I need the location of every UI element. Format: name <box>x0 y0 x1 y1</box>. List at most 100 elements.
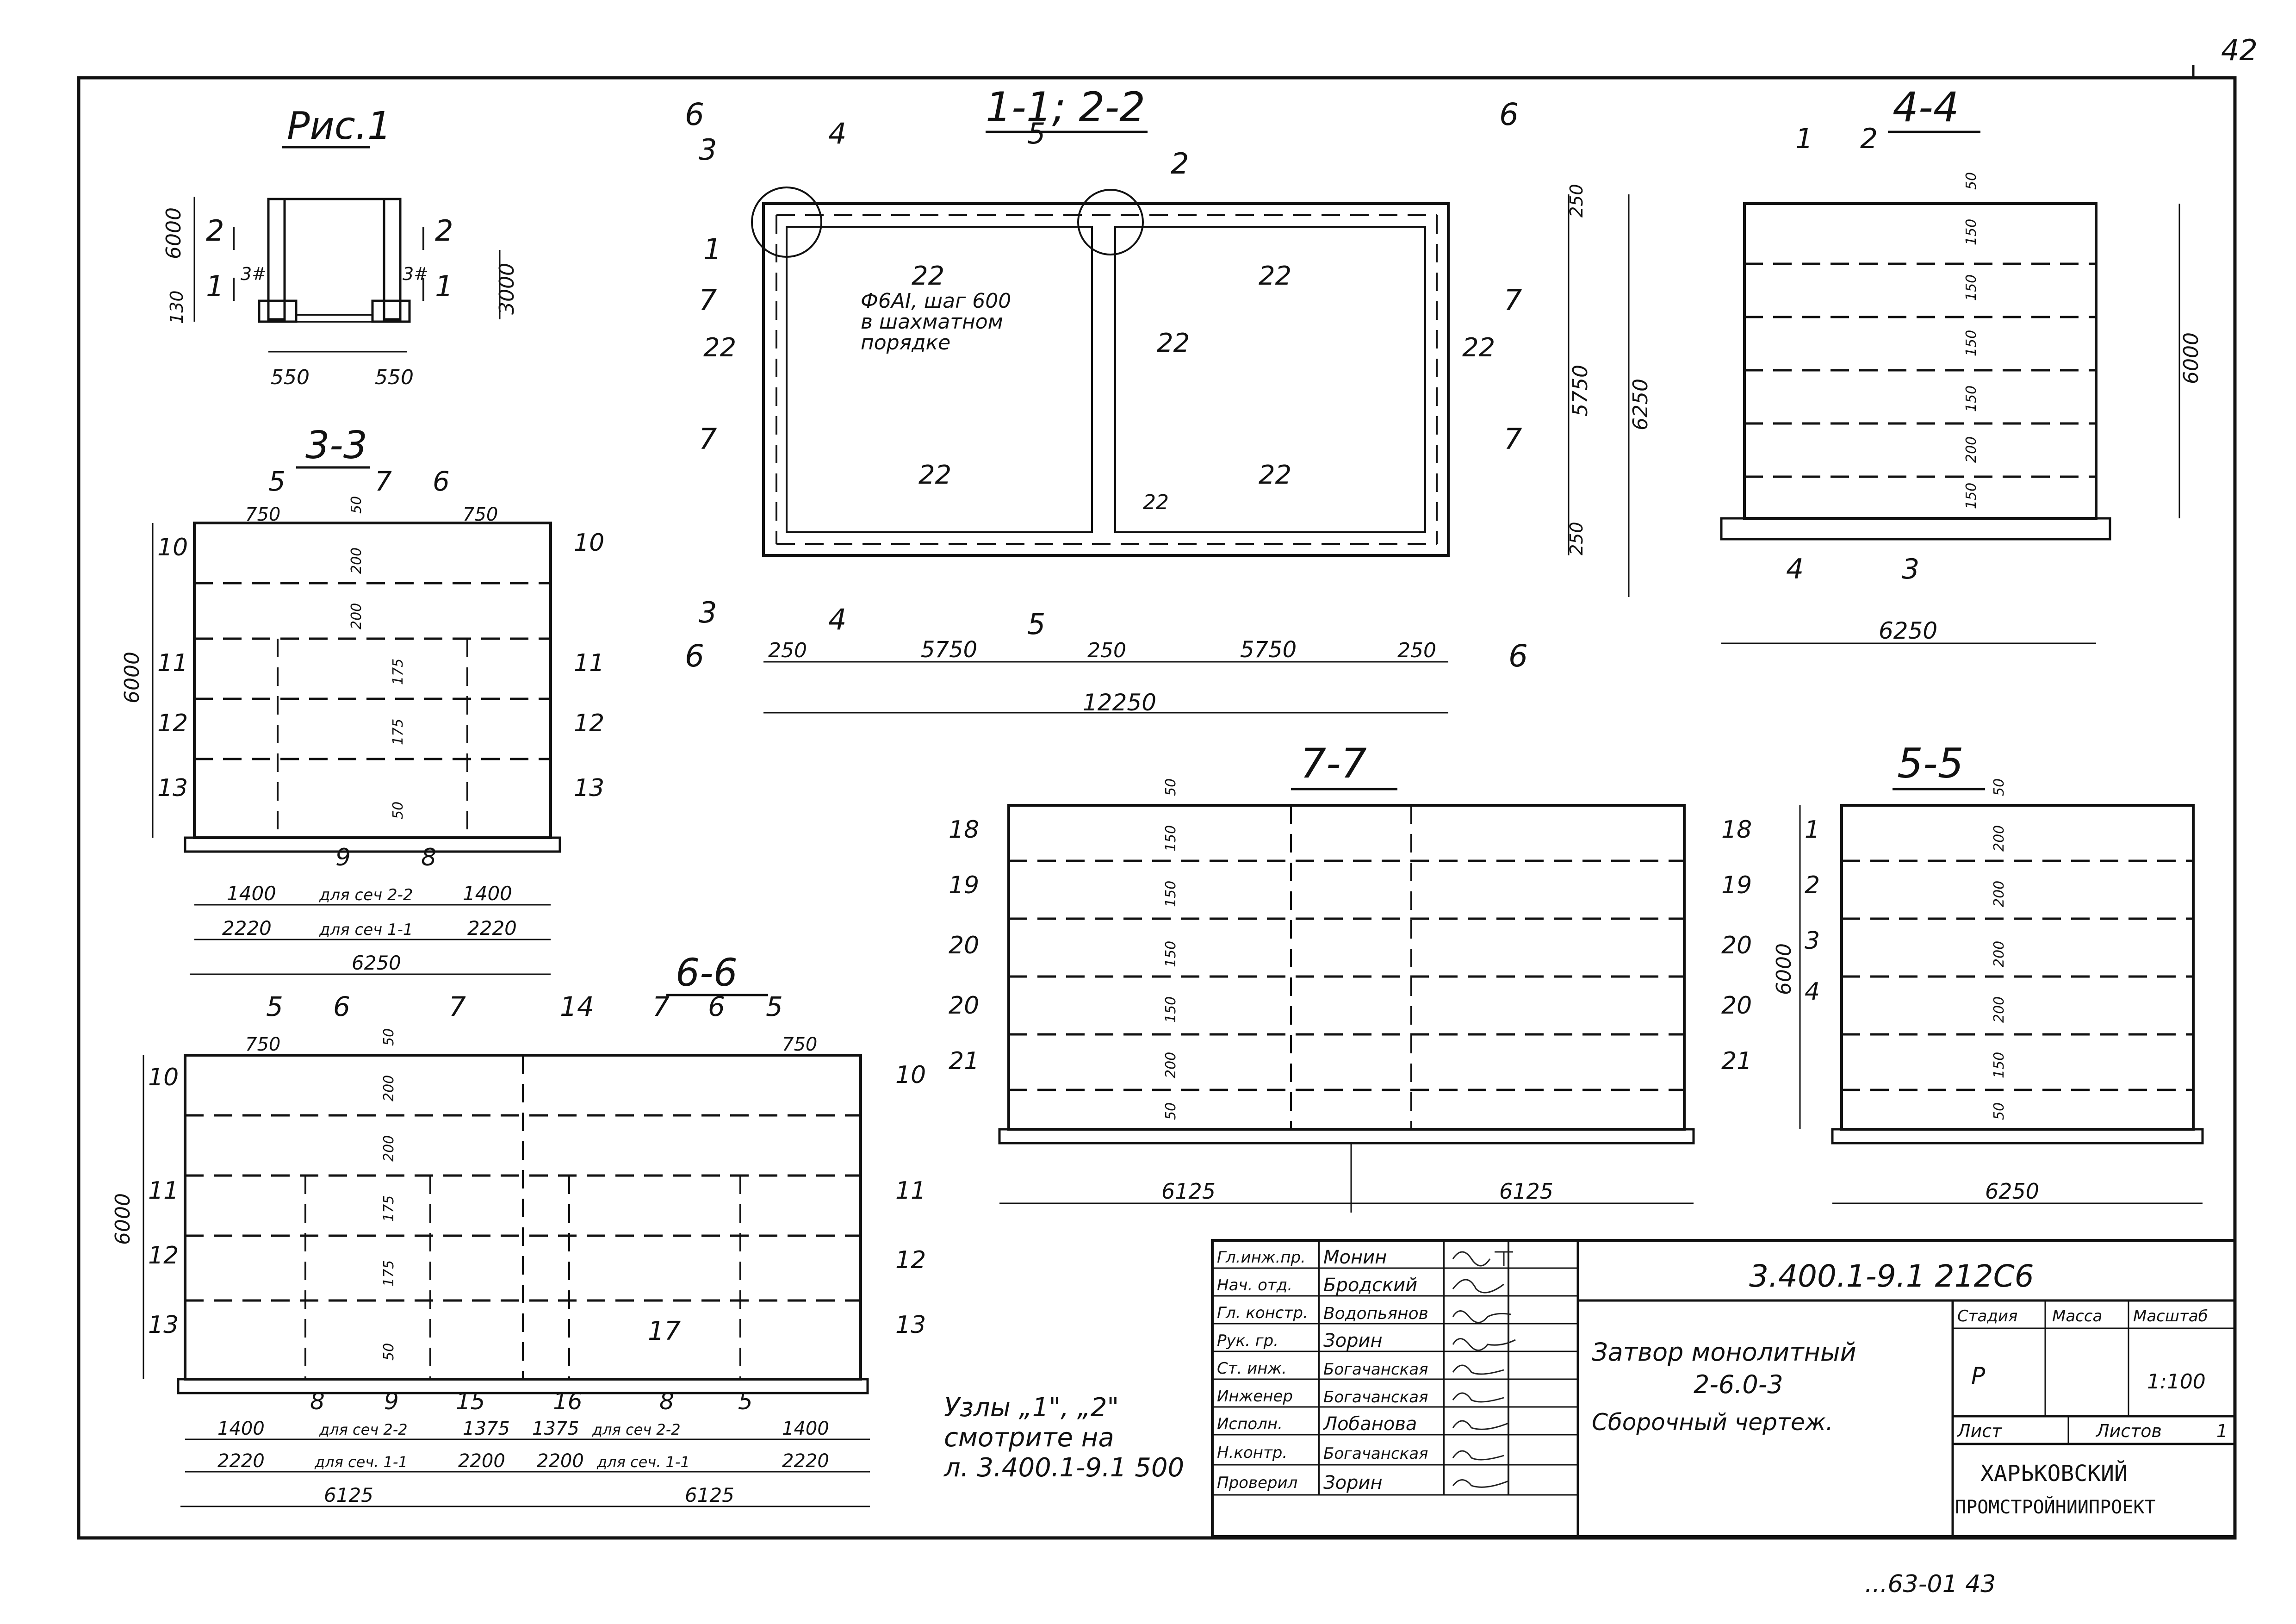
s77-width-0: 6125 <box>1161 1179 1216 1204</box>
s66-left-3: 13 <box>148 1311 179 1339</box>
signatures <box>1452 1251 1516 1488</box>
s66-right-1: 11 <box>895 1177 926 1205</box>
plan-cut-7: 5 <box>1027 607 1045 641</box>
section-3-3: 3-3 5 7 6 750 50 750 10 11 12 13 10 11 1… <box>120 423 604 975</box>
s77-left-3: 20 <box>949 992 979 1020</box>
s77-sp-4: 150 <box>1163 996 1179 1023</box>
plan-dim-r0: 250 <box>1566 184 1587 218</box>
s66-top-5: 6 <box>708 991 725 1022</box>
s33-left-2: 12 <box>157 709 188 737</box>
plan-dim-r1: 5750 <box>1569 365 1592 417</box>
s33-sp-0: 200 <box>348 548 365 574</box>
page-number: 42 <box>2221 33 2258 67</box>
s66-row2-2: 2200 <box>458 1450 505 1472</box>
s66-top-3: 14 <box>560 991 594 1022</box>
plan-cut-8: 6 <box>685 638 704 674</box>
tb-col-mass: Масса <box>2052 1307 2102 1325</box>
plan-cut-9: 6 <box>1508 638 1528 674</box>
tb-name-3: Зорин <box>1323 1330 1383 1351</box>
s77-sp-5: 200 <box>1163 1052 1179 1078</box>
s66-row2-3: 2200 <box>537 1450 584 1472</box>
s44-label-3: 3 <box>1902 553 1919 585</box>
s33-left-1: 11 <box>157 649 188 677</box>
s66-sp-2: 200 <box>381 1135 397 1162</box>
s66-bottom-5: 5 <box>738 1388 753 1415</box>
s55-sp-2: 200 <box>1991 881 2007 907</box>
s33-sp-2: 175 <box>390 659 406 685</box>
bottom-stamp: ...63-01 43 <box>1865 1570 1996 1598</box>
s77-left-4: 21 <box>949 1047 979 1075</box>
s66-bottom-4: 8 <box>659 1388 674 1415</box>
s66-bottom-1: 9 <box>384 1388 399 1415</box>
fig1-dim-4: 550 <box>375 366 414 389</box>
plan-mark-22-2: 22 <box>703 333 736 363</box>
plan-cut-12: 7 <box>699 422 717 456</box>
s33-bottom-0: 9 <box>335 844 351 871</box>
tb-role-3: Рук. гр. <box>1217 1332 1278 1350</box>
s66-width-1: 6125 <box>685 1484 734 1506</box>
s66-sp-1: 200 <box>381 1075 397 1101</box>
s55-left-1: 2 <box>1805 871 1820 899</box>
s33-sp-1: 200 <box>348 603 365 629</box>
s55-height: 6000 <box>1772 943 1796 995</box>
s33-row1-2: 1400 <box>463 882 512 905</box>
section-5-5: 5-5 1 2 3 4 50 200 200 200 200 150 50 60… <box>1772 740 2204 1204</box>
s44-label-2: 4 <box>1786 553 1804 585</box>
plan-cut-0: 6 <box>685 97 704 132</box>
s55-left-2: 3 <box>1805 927 1820 955</box>
plan-view: 1-1; 2-2 6 6 3 3 4 4 5 5 6 6 7 7 7 7 1 2… <box>685 83 1652 716</box>
fig1-title: Рис.1 <box>287 104 391 148</box>
plan-cut-1: 6 <box>1499 97 1519 132</box>
s77-right-3: 20 <box>1721 992 1752 1020</box>
s33-height: 6000 <box>120 652 144 703</box>
s44-sp-3: 150 <box>1963 330 1980 356</box>
plan-dim-r3: 250 <box>1566 522 1587 555</box>
s44-sp-6: 150 <box>1963 483 1980 509</box>
s33-dimtop-0: 750 <box>245 504 280 525</box>
nodes-note-0: Узлы „1", „2" <box>944 1393 1119 1423</box>
tb-role-6: Исполн. <box>1217 1415 1283 1433</box>
plan-mark-22-4: 22 <box>1462 333 1495 363</box>
tb-desc-2: Сборочный чертеж. <box>1592 1409 1833 1436</box>
tb-role-8: Проверил <box>1217 1474 1297 1492</box>
s33-sp-3: 175 <box>390 719 406 745</box>
s55-sp-4: 200 <box>1991 996 2007 1023</box>
s66-right-3: 13 <box>895 1311 926 1339</box>
s66-row1-1: для сеч 2-2 <box>319 1421 408 1438</box>
s77-left-1: 19 <box>949 871 979 899</box>
s77-right-1: 19 <box>1721 871 1752 899</box>
s66-row1-3: 1375 <box>532 1418 579 1439</box>
tb-desc-0: Затвор монолитный <box>1592 1338 1856 1367</box>
tb-desc-1: 2-6.0-3 <box>1694 1370 1783 1399</box>
s33-row2-0: 2220 <box>222 917 272 940</box>
s33-top-1: 7 <box>375 466 392 497</box>
s77-sp-6: 50 <box>1163 1102 1179 1120</box>
tb-sheet: Лист <box>1956 1421 2003 1441</box>
tb-code: 3.400.1-9.1 212С6 <box>1749 1258 2034 1294</box>
s33-top-0: 5 <box>268 466 285 497</box>
tb-col-stage: Стадия <box>1957 1307 2017 1325</box>
nodes-note-2: л. 3.400.1-9.1 500 <box>943 1453 1184 1483</box>
s77-left-0: 18 <box>949 816 979 844</box>
s77-width-1: 6125 <box>1499 1179 1553 1204</box>
tb-role-0: Гл.инж.пр. <box>1217 1248 1306 1267</box>
rebar-note-0: Ф6АI, шаг 600 <box>861 289 1011 313</box>
rebar-note-2: порядке <box>861 331 950 355</box>
s66-right-0: 10 <box>895 1061 926 1089</box>
s44-width: 6250 <box>1879 617 1937 644</box>
s33-dimtop-1: 50 <box>348 496 365 514</box>
s33-row2-2: 2220 <box>467 917 517 940</box>
tb-name-7: Богачанская <box>1323 1444 1428 1463</box>
tb-name-2: Водопьянов <box>1323 1304 1428 1323</box>
section-7-7: 7-7 18 19 20 20 21 18 19 20 20 21 50 150… <box>949 740 1752 1213</box>
plan-mark-22-7: 22 <box>1143 491 1169 514</box>
plan-callout-2: 2 <box>1171 147 1189 180</box>
s55-left-0: 1 <box>1805 816 1820 844</box>
tb-stage: Р <box>1971 1363 1986 1389</box>
plan-dim-b1: 5750 <box>921 637 977 663</box>
s33-left-0: 10 <box>157 534 188 561</box>
plan-mark-22-3: 22 <box>1157 328 1190 358</box>
plan-total: 12250 <box>1083 689 1156 716</box>
s66-title: 6-6 <box>676 951 738 995</box>
tb-role-2: Гл. констр. <box>1217 1304 1308 1322</box>
